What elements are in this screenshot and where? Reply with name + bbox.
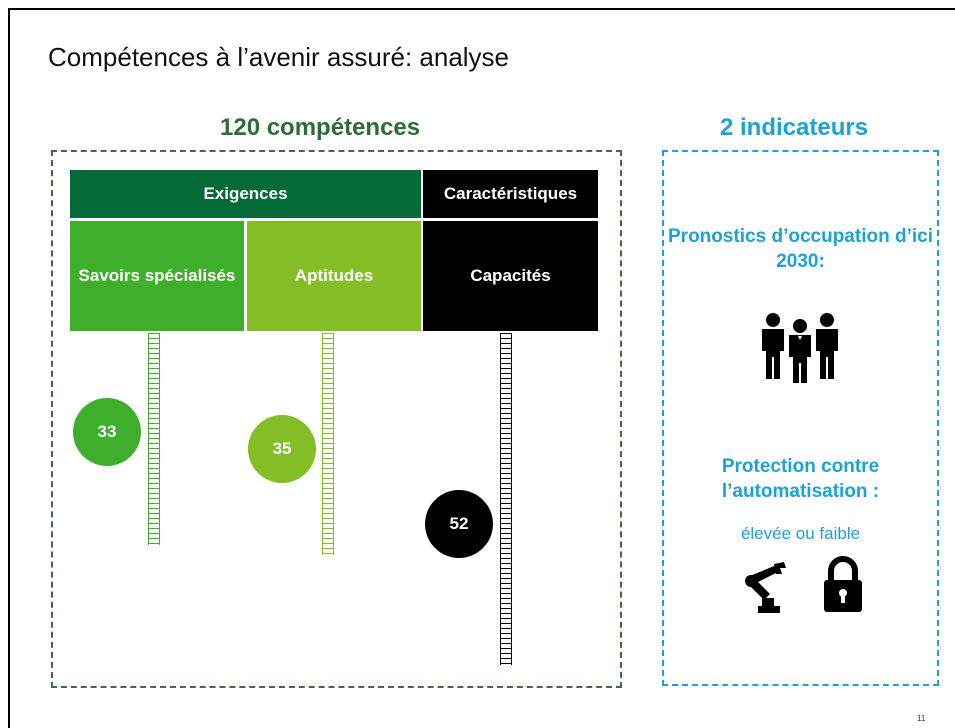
savoirs-count-badge: 33 bbox=[73, 398, 141, 466]
competences-heading: 120 compétences bbox=[220, 114, 421, 141]
indicator-automation-scale: élevée ou faible bbox=[740, 524, 861, 543]
slide-frame bbox=[8, 8, 955, 728]
page-number: 11 bbox=[917, 714, 926, 723]
slide-title: Compétences à l’avenir assuré: analyse bbox=[48, 42, 510, 72]
padlock-icon bbox=[824, 556, 862, 612]
header-exigences: Exigences bbox=[70, 170, 421, 218]
column-aptitudes: Aptitudes bbox=[247, 221, 421, 331]
aptitudes-scale-bar bbox=[322, 333, 334, 555]
capacites-count-badge: 52 bbox=[425, 490, 493, 558]
indicator-automation-label: Protection contre l’automatisation : bbox=[721, 456, 880, 502]
header-caracteristiques: Caractéristiques bbox=[423, 170, 598, 218]
indicators-panel bbox=[662, 150, 939, 686]
column-savoirs-specialises: Savoirs spécialisés bbox=[70, 221, 244, 331]
aptitudes-count-badge: 35 bbox=[248, 415, 316, 483]
capacites-scale-bar bbox=[500, 333, 512, 665]
robot-arm-icon bbox=[745, 562, 786, 613]
savoirs-scale-bar bbox=[148, 333, 160, 545]
competences-panel bbox=[51, 150, 622, 688]
column-capacites: Capacités bbox=[423, 221, 598, 331]
indicators-heading: 2 indicateurs bbox=[720, 114, 869, 141]
indicator-occupation-label: Pronostics d’occupation d’ici 2030: bbox=[668, 226, 933, 272]
people-group-icon bbox=[762, 313, 838, 383]
